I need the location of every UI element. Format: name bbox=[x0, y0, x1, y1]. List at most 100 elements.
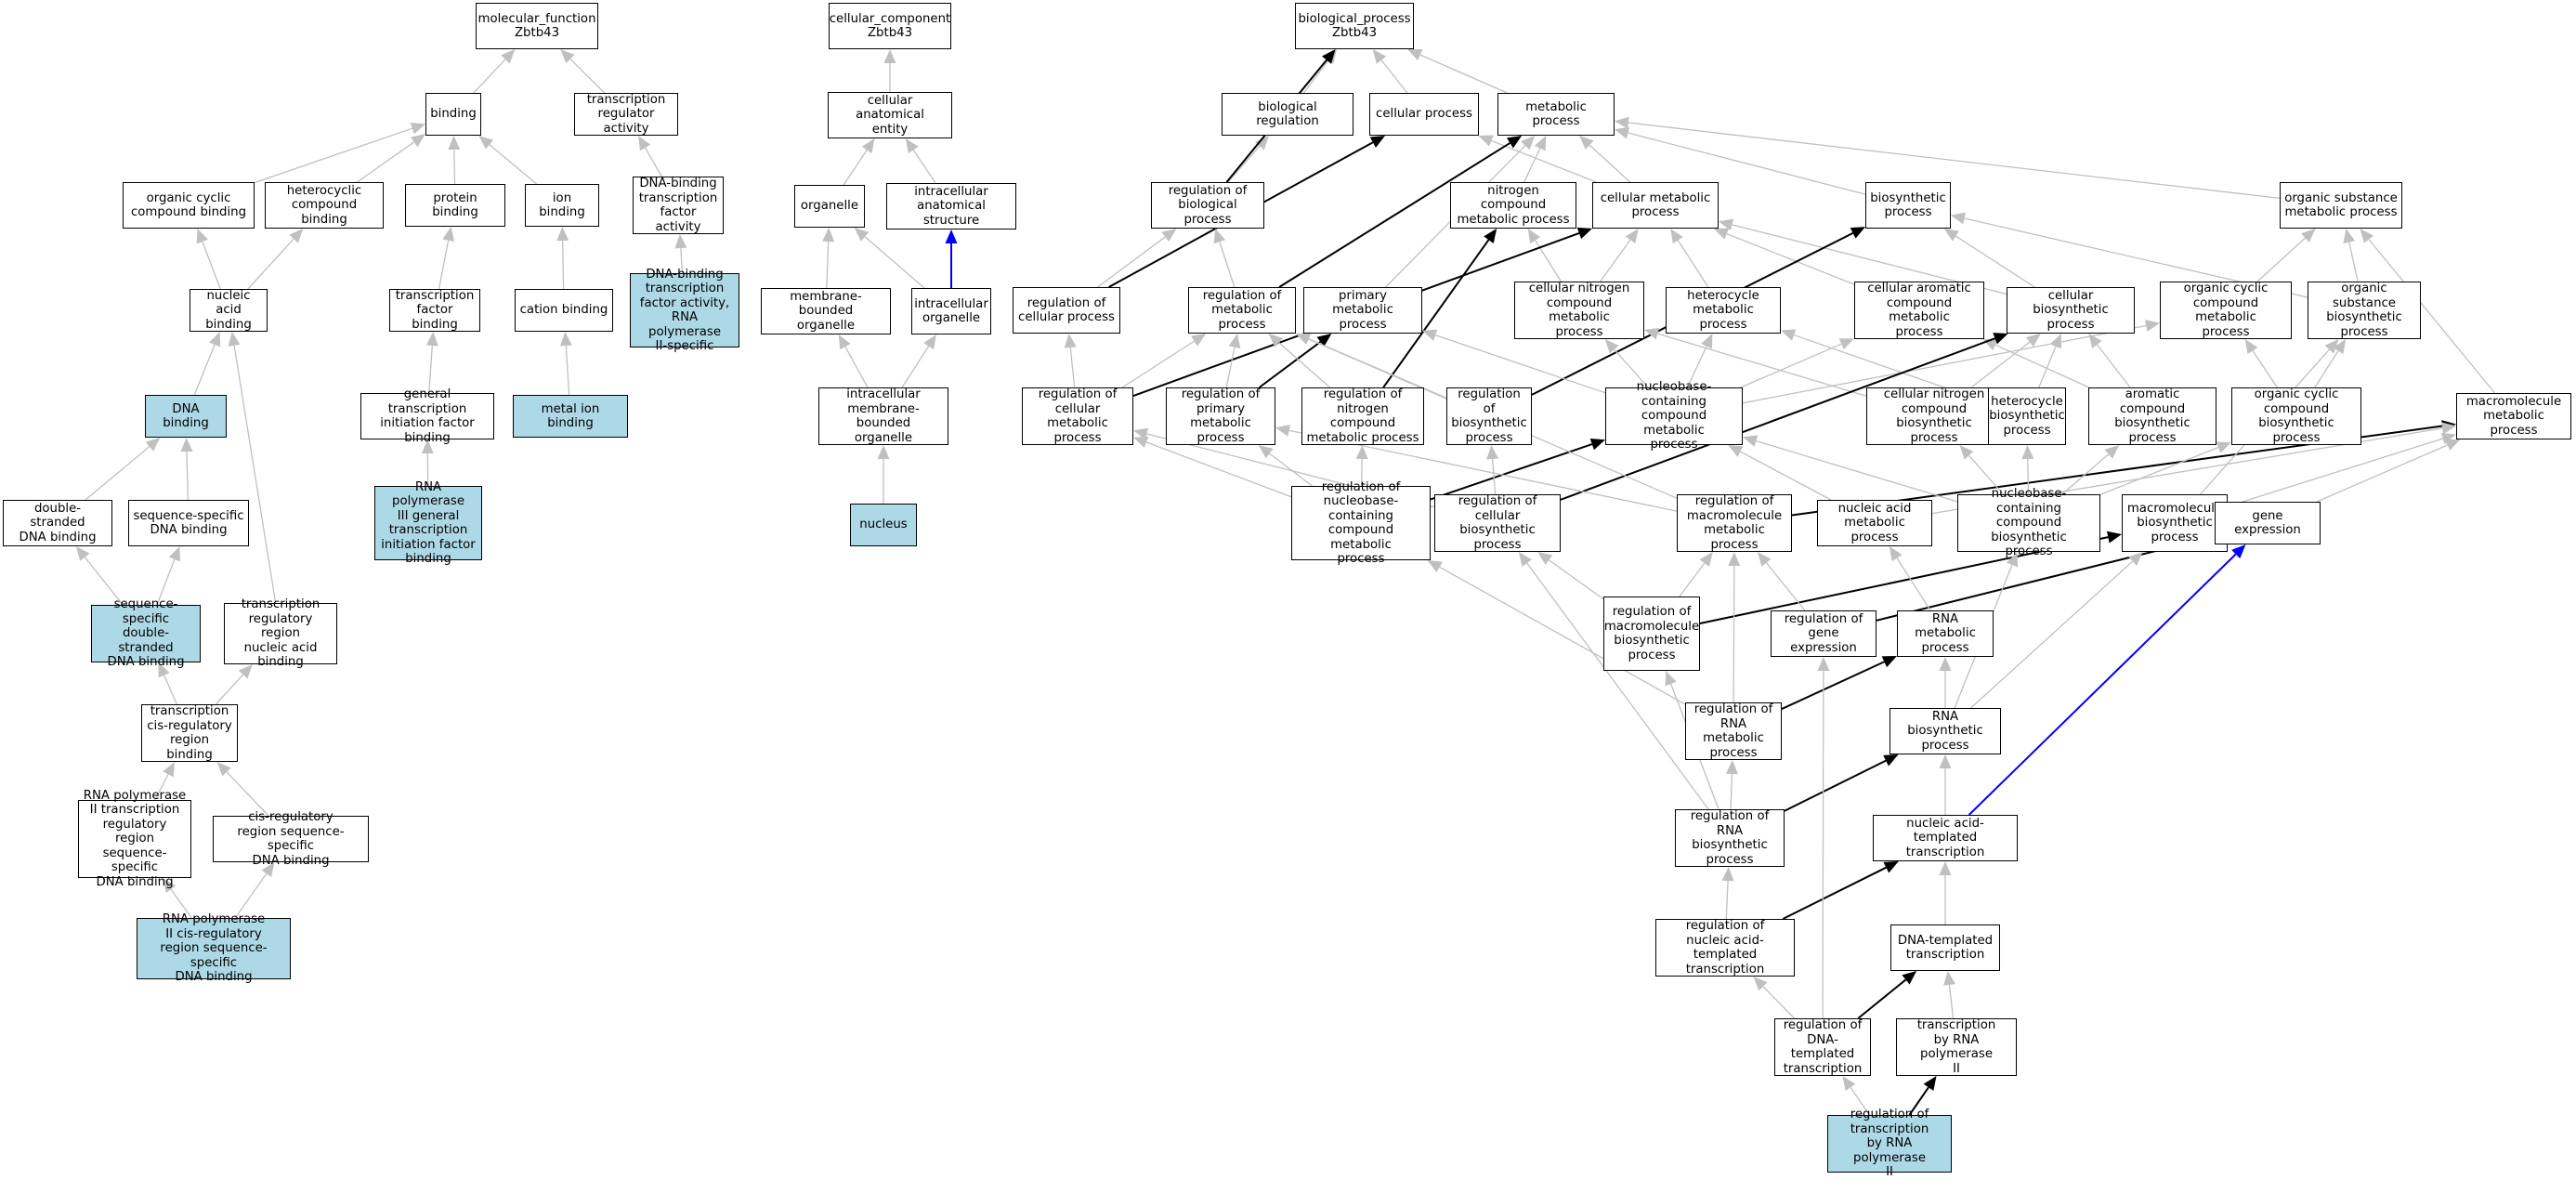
arrowhead-nucleobase_cbp-to-org_cyclic_cbp bbox=[2216, 441, 2231, 452]
node-regulation-of-metabolic-process[interactable]: regulation of metabolic process bbox=[1188, 287, 1296, 334]
node-cellular-nitrogen-compound-metabolic-process[interactable]: cellular nitrogen compound metabolic pro… bbox=[1514, 282, 1644, 339]
node-sequence-specific-dna-binding[interactable]: sequence-specific DNA binding bbox=[128, 500, 249, 546]
node-dna-binding[interactable]: DNA binding bbox=[145, 395, 227, 438]
node-organic-substance-biosynthetic-process[interactable]: organic substance biosynthetic process bbox=[2308, 282, 2421, 339]
node-regulation-of-cellular-biosynthetic-process[interactable]: regulation of cellular biosynthetic proc… bbox=[1434, 494, 1561, 552]
node-heterocyclic-compound-binding[interactable]: heterocyclic compound binding bbox=[265, 182, 384, 229]
edge-nucleobase_cmp-to-primary_mp bbox=[1435, 335, 1605, 393]
arrowhead-reg_metab_proc-to-reg_biol_proc bbox=[1214, 229, 1225, 243]
edge-tr_activity-to-mf_root bbox=[570, 59, 605, 93]
node-general-transcription-initiation-factor-binding[interactable]: general transcription initiation factor … bbox=[360, 393, 494, 439]
node-dna-binding-transcription-factor-activity[interactable]: DNA-binding transcription factor activit… bbox=[633, 177, 724, 234]
node-rna-polymerase-iii-gtif-binding[interactable]: RNA polymerase III general transcription… bbox=[374, 486, 482, 560]
node-rna-biosynthetic-process[interactable]: RNA biosynthetic process bbox=[1890, 708, 2001, 754]
node-transcription-regulator-activity[interactable]: transcription regulator activity bbox=[574, 93, 678, 136]
node-transcription-regulatory-region-nucleic-acid-binding[interactable]: transcription regulatory region nucleic … bbox=[224, 603, 337, 664]
node-organic-substance-metabolic-process[interactable]: organic substance metabolic process bbox=[2280, 182, 2402, 229]
node-binding[interactable]: binding bbox=[425, 93, 481, 136]
node-regulation-of-cellular-metabolic-process[interactable]: regulation of cellular metabolic process bbox=[1022, 387, 1133, 445]
node-transcription-factor-binding[interactable]: transcription factor binding bbox=[389, 289, 480, 332]
node-regulation-of-nucleic-acid-templated-transcription[interactable]: regulation of nucleic acid-templated tra… bbox=[1655, 919, 1795, 977]
node-regulation-of-macromolecule-biosynthetic-process[interactable]: regulation of macromolecule biosynthetic… bbox=[1603, 597, 1700, 671]
node-regulation-of-primary-metabolic-process[interactable]: regulation of primary metabolic process bbox=[1166, 387, 1275, 445]
edge-binding-to-mf_root bbox=[474, 59, 505, 93]
node-membrane-bounded-organelle[interactable]: membrane-bounded organelle bbox=[761, 288, 891, 334]
node-metabolic-process[interactable]: metabolic process bbox=[1497, 93, 1615, 136]
node-organic-cyclic-compound-metabolic-process[interactable]: organic cyclic compound metabolic proces… bbox=[2160, 282, 2292, 339]
node-regulation-of-rna-metabolic-process[interactable]: regulation of RNA metabolic process bbox=[1685, 702, 1782, 760]
node-organic-cyclic-compound-biosynthetic-process[interactable]: organic cyclic compound biosynthetic pro… bbox=[2231, 387, 2361, 445]
node-cation-binding[interactable]: cation binding bbox=[515, 289, 613, 332]
node-cellular-anatomical-entity[interactable]: cellular anatomical entity bbox=[828, 92, 952, 138]
arrowhead-reg_macro_bp-to-macromolecule_bp bbox=[2107, 531, 2122, 544]
node-aromatic-compound-biosynthetic-process[interactable]: aromatic compound biosynthetic process bbox=[2088, 387, 2216, 445]
node-rna-pol-ii-transcription-regulatory-region-binding[interactable]: RNA polymerase II transcription regulato… bbox=[78, 800, 191, 878]
node-regulation-of-gene-expression[interactable]: regulation of gene expression bbox=[1771, 610, 1876, 657]
arrowhead-hetero_cb-to-binding bbox=[411, 134, 425, 147]
node-organic-cyclic-compound-binding[interactable]: organic cyclic compound binding bbox=[123, 182, 255, 229]
node-rna-pol-ii-cis-regulatory-region-binding[interactable]: RNA polymerase II cis-regulatory region … bbox=[137, 918, 291, 979]
node-regulation-of-nitrogen-compound-metabolic-process[interactable]: regulation of nitrogen compound metaboli… bbox=[1301, 387, 1424, 445]
arrowhead-reg_cell_mp-to-reg_metab_proc bbox=[1191, 334, 1206, 347]
node-sequence-specific-double-stranded-dna-binding[interactable]: sequence-specific double-stranded DNA bi… bbox=[91, 605, 201, 662]
node-regulation-of-transcription-by-rna-polymerase-ii[interactable]: regulation of transcription by RNA polym… bbox=[1827, 1115, 1952, 1173]
edge-arom_cbp-to-cell_arom_cmp bbox=[1995, 345, 2089, 387]
node-dbtfa-rna-polymerase-ii-specific[interactable]: DNA-binding transcription factor activit… bbox=[630, 273, 739, 347]
arrowhead-cation_binding-to-ion_binding bbox=[556, 227, 569, 241]
arrowhead-intracell_organelle-to-intracell_anat bbox=[946, 229, 958, 243]
node-double-stranded-dna-binding[interactable]: double-stranded DNA binding bbox=[3, 500, 112, 546]
node-cis-regulatory-region-dna-binding[interactable]: cis-regulatory region sequence-specific … bbox=[213, 816, 369, 862]
arrowhead-ssds_dna_binding-to-ds_dna_binding bbox=[76, 546, 89, 561]
arrowhead-reg_gene_expr-to-reg_macro_mp bbox=[1758, 552, 1771, 567]
node-rna-metabolic-process[interactable]: RNA metabolic process bbox=[1897, 610, 1994, 657]
node-transcription-cis-regulatory-region-binding[interactable]: transcription cis-regulatory region bind… bbox=[141, 704, 238, 762]
node-heterocycle-biosynthetic-process[interactable]: heterocycle biosynthetic process bbox=[1988, 387, 2066, 445]
node-organelle[interactable]: organelle bbox=[794, 185, 865, 228]
node-regulation-of-biological-process[interactable]: regulation of biological process bbox=[1151, 182, 1264, 229]
node-cellular-metabolic-process[interactable]: cellular metabolic process bbox=[1592, 182, 1719, 229]
node-primary-metabolic-process[interactable]: primary metabolic process bbox=[1303, 287, 1422, 334]
edge-nucleobase_cmp-to-cell_arom_cmp bbox=[1741, 344, 1841, 387]
node-cellular-process[interactable]: cellular process bbox=[1369, 93, 1479, 136]
node-nucleus[interactable]: nucleus bbox=[850, 504, 917, 546]
node-ion-binding[interactable]: ion binding bbox=[525, 184, 599, 227]
node-protein-binding[interactable]: protein binding bbox=[405, 184, 505, 227]
edge-reg_gene_expr-to-reg_macro_mp bbox=[1766, 563, 1804, 610]
node-heterocycle-metabolic-process[interactable]: heterocycle metabolic process bbox=[1666, 287, 1781, 334]
node-regulation-of-rna-biosynthetic-process[interactable]: regulation of RNA biosynthetic process bbox=[1675, 809, 1785, 867]
arrowhead-reg_cell_proc-to-reg_biol_proc bbox=[1161, 229, 1176, 242]
node-metal-ion-binding[interactable]: metal ion binding bbox=[513, 395, 628, 438]
node-nitrogen-compound-metabolic-process[interactable]: nitrogen compound metabolic process bbox=[1450, 182, 1576, 229]
node-nucleobase-containing-compound-metabolic-process[interactable]: nucleobase-containing compound metabolic… bbox=[1605, 387, 1743, 445]
node-macromolecule-biosynthetic-process[interactable]: macromolecule biosynthetic process bbox=[2122, 494, 2228, 552]
edge-reg_nitro_cmp-to-reg_metab_proc bbox=[1279, 343, 1330, 387]
node-nucleic-acid-templated-transcription[interactable]: nucleic acid-templated transcription bbox=[1873, 815, 2018, 861]
node-intracellular-anatomical-structure[interactable]: intracellular anatomical structure bbox=[886, 183, 1016, 229]
node-dna-templated-transcription[interactable]: DNA-templated transcription bbox=[1890, 924, 2000, 971]
node-cellular-biosynthetic-process[interactable]: cellular biosynthetic process bbox=[2007, 287, 2135, 334]
node-regulation-of-biosynthetic-process[interactable]: regulation of biosynthetic process bbox=[1446, 387, 1532, 445]
node-molecular-function-root[interactable]: molecular_function Zbtb43 bbox=[476, 3, 598, 49]
node-regulation-of-macromolecule-metabolic-process[interactable]: regulation of macromolecule metabolic pr… bbox=[1677, 494, 1792, 552]
node-nucleic-acid-metabolic-process[interactable]: nucleic acid metabolic process bbox=[1817, 500, 1932, 546]
node-gene-expression[interactable]: gene expression bbox=[2215, 502, 2321, 544]
node-biological-process-root[interactable]: biological_process Zbtb43 bbox=[1295, 3, 1414, 49]
node-cellular-nitrogen-compound-biosynthetic-process[interactable]: cellular nitrogen compound biosynthetic … bbox=[1866, 387, 2002, 445]
edge-nitrogen_comp_mp-to-metabolic_process bbox=[1524, 149, 1540, 182]
arrowhead-dbtfa_pol2-to-dbtfa bbox=[674, 234, 686, 248]
node-macromolecule-metabolic-process[interactable]: macromolecule metabolic process bbox=[2456, 393, 2571, 439]
node-biological-regulation[interactable]: biological regulation bbox=[1222, 93, 1353, 136]
arrowhead-protein_binding-to-binding bbox=[448, 136, 460, 150]
node-regulation-of-dna-templated-transcription[interactable]: regulation of DNA-templated transcriptio… bbox=[1774, 1018, 1871, 1076]
node-transcription-by-rna-polymerase-ii[interactable]: transcription by RNA polymerase II bbox=[1896, 1018, 2017, 1076]
node-intracellular-membrane-bounded-organelle[interactable]: intracellular membrane-bounded organelle bbox=[818, 387, 948, 445]
node-nucleobase-containing-compound-biosynthetic-process[interactable]: nucleobase-containing compound biosynthe… bbox=[1957, 494, 2100, 552]
node-cellular-component-root[interactable]: cellular_component Zbtb43 bbox=[829, 3, 951, 49]
node-nucleic-acid-binding[interactable]: nucleic acid binding bbox=[190, 289, 268, 332]
node-regulation-of-nucleobase-containing-compound-metabolic-process[interactable]: regulation of nucleobase-containing comp… bbox=[1291, 486, 1431, 560]
node-regulation-of-cellular-process[interactable]: regulation of cellular process bbox=[1013, 287, 1120, 334]
node-cellular-aromatic-compound-metabolic-process[interactable]: cellular aromatic compound metabolic pro… bbox=[1854, 282, 1984, 339]
node-biosynthetic-process[interactable]: biosynthetic process bbox=[1865, 182, 1951, 229]
node-intracellular-organelle[interactable]: intracellular organelle bbox=[911, 288, 991, 334]
